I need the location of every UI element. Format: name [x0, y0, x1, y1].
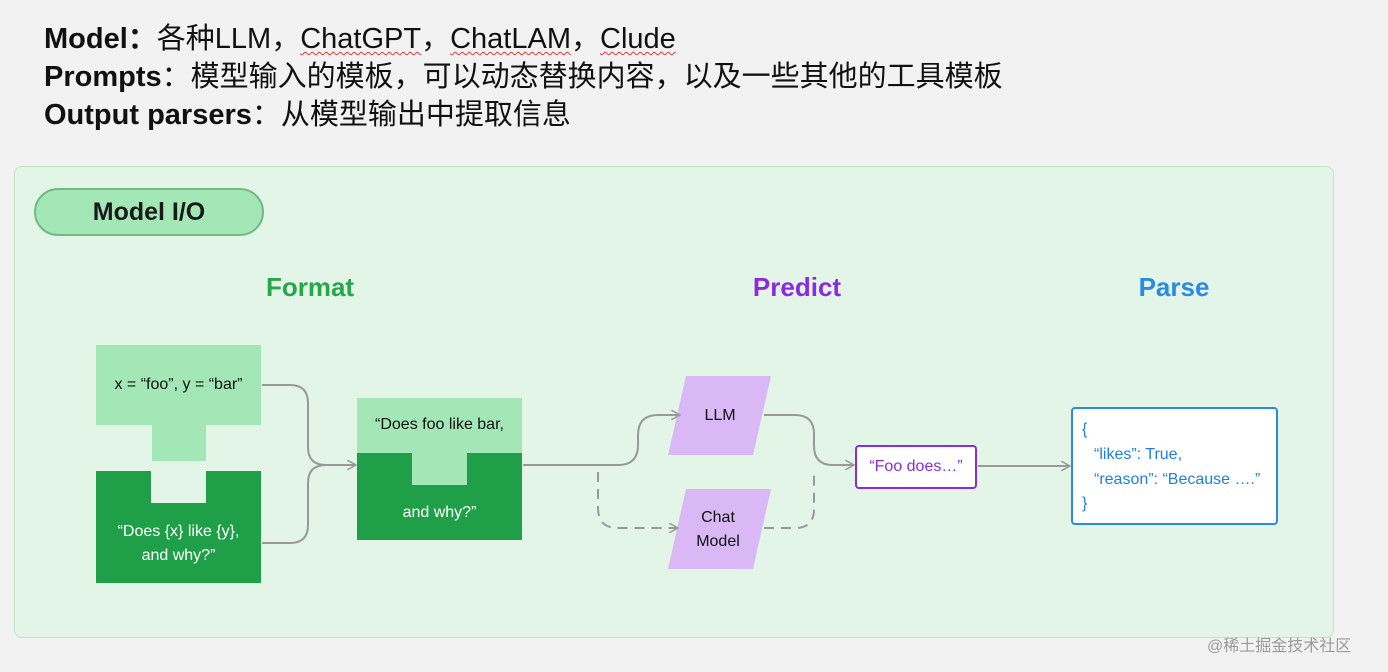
parsers-sep: ： — [251, 99, 281, 131]
stage-format-label: Format — [265, 272, 355, 302]
variables-text: x = “foo”, y = “bar” — [114, 376, 243, 393]
model-output-box — [855, 445, 977, 489]
prompts-sep: ： — [161, 61, 191, 93]
json-reason-line: “reason”: “Because ….” — [1094, 471, 1261, 488]
model-io-title: Model I/O — [34, 188, 264, 236]
chat-model-label-line2: Model — [696, 533, 740, 550]
model-chatgpt: ChatGPT — [300, 23, 422, 55]
prompts-desc: 模型输入的模板，可以动态替换内容，以及一些其他的工具模板 — [190, 61, 1003, 93]
model-chatlam: ChatLAM — [450, 23, 571, 55]
prompt-light-block — [357, 398, 522, 453]
model-clude: Clude — [600, 23, 676, 55]
json-close-brace: } — [1082, 495, 1088, 512]
model-comma-1: ， — [421, 23, 451, 55]
intro-prompts-line: Prompts：模型输入的模板，可以动态替换内容，以及一些其他的工具模板 — [44, 58, 1003, 96]
model-comma-2: ， — [571, 23, 601, 55]
llm-label: LLM — [704, 407, 736, 424]
llm-shape — [668, 376, 771, 455]
stage-predict-label: Predict — [752, 272, 842, 302]
prompt-tab — [412, 453, 467, 485]
prompt-text-line2: and why?” — [402, 504, 477, 521]
variables-block — [96, 345, 261, 461]
connector-variables — [262, 384, 355, 465]
intro-parsers-line: Output parsers：从模型输出中提取信息 — [44, 96, 1003, 134]
model-label: Model — [44, 23, 128, 55]
json-likes-line: “likes”: True, — [1094, 446, 1183, 463]
connector-from-chat — [764, 470, 815, 529]
connector-template — [262, 464, 327, 544]
parsers-label: Output parsers — [44, 99, 252, 131]
prompt-text-line1: “Does foo like bar, — [375, 416, 504, 433]
intro-text: Model：各种LLM，ChatGPT，ChatLAM，Clude Prompt… — [44, 20, 1003, 134]
parsed-output-box — [1071, 407, 1278, 525]
prompts-label: Prompts — [44, 61, 162, 93]
chat-model-shape — [668, 489, 771, 569]
template-text-line1: “Does {x} like {y}, — [117, 523, 240, 540]
model-output-text: “Foo does…” — [869, 458, 963, 475]
prompt-dark-block — [357, 453, 522, 540]
intro-model-line: Model：各种LLM，ChatGPT，ChatLAM，Clude — [44, 20, 1003, 58]
connector-from-llm — [764, 414, 853, 465]
stage-parse-label: Parse — [1138, 272, 1210, 302]
parsers-desc: 从模型输出中提取信息 — [280, 99, 571, 131]
connector-to-llm — [523, 415, 679, 466]
chat-model-label-line1: Chat — [701, 509, 735, 526]
connector-to-chat — [597, 472, 677, 528]
template-text-line2: and why?” — [141, 547, 216, 564]
model-sep: ： — [127, 23, 157, 55]
watermark: @稀土掘金技术社区 — [1207, 638, 1352, 655]
model-desc: 各种LLM， — [156, 23, 301, 55]
template-block — [96, 471, 261, 583]
json-open-brace: { — [1082, 421, 1088, 438]
